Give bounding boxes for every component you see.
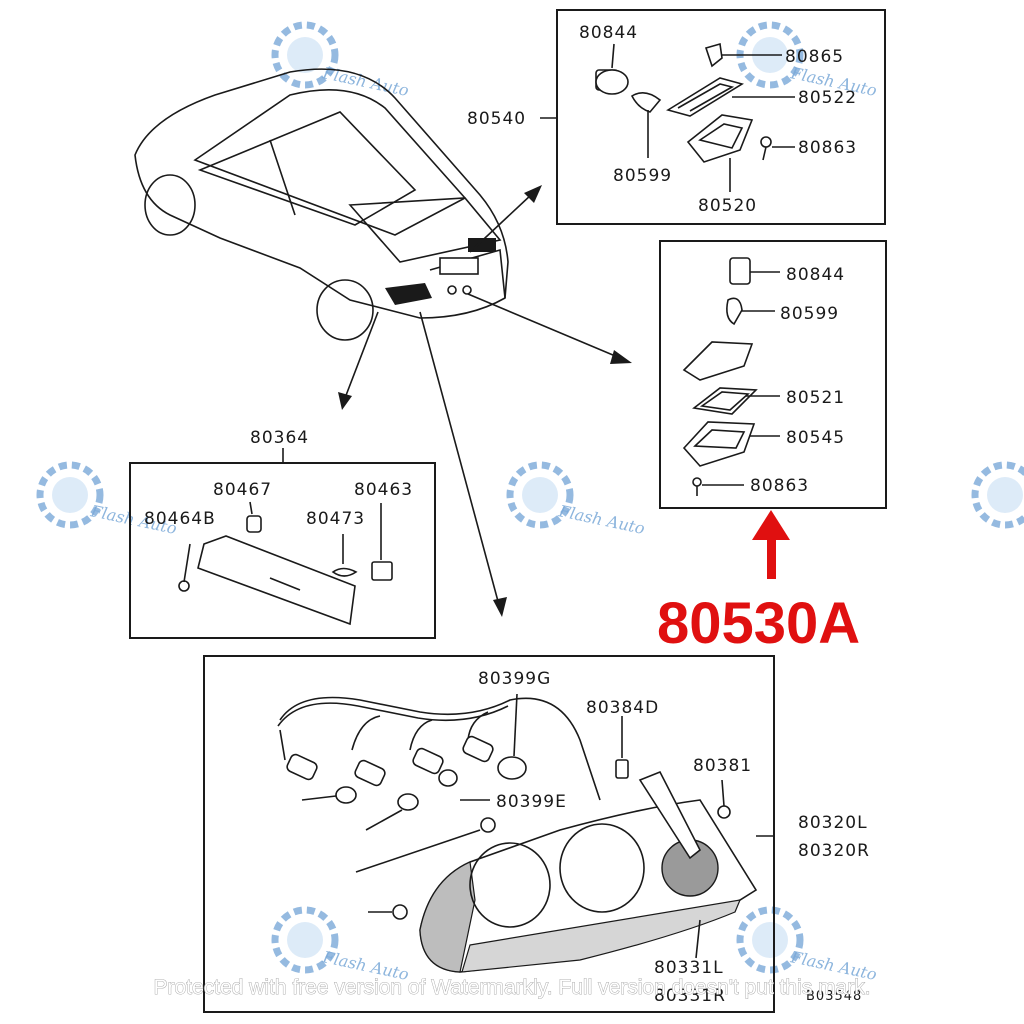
- part-label: 80545: [786, 428, 845, 448]
- car-illustration: [134, 68, 509, 341]
- backup-lamp-box: 80844 80599 80521 80545 80863: [659, 240, 887, 509]
- part-label: 80844: [579, 23, 638, 43]
- highlighted-part-number: 80530A: [657, 591, 860, 656]
- reference-code: B03548: [806, 989, 862, 1004]
- part-label: 80521: [786, 388, 845, 408]
- watermark-notice: Protected with free version of Watermark…: [153, 976, 870, 999]
- part-label: 80473: [306, 509, 365, 529]
- part-label: 80865: [785, 47, 844, 67]
- part-label: 80599: [613, 166, 672, 186]
- watermark-text: Flash Auto: [320, 63, 410, 100]
- license-lamp-box: 80540 80844 80865 80522 80863 80599 8052…: [467, 9, 886, 225]
- part-label: 80381: [693, 756, 752, 776]
- part-label: 80522: [798, 88, 857, 108]
- side-reflector-box: 80364 80467 80463 80464B 80473: [129, 428, 436, 639]
- callout-arrows: [338, 185, 632, 617]
- highlight-callout: 80530A: [657, 510, 860, 656]
- tail-lamp-box: 80399G 80384D 80381 80399E 80320L 80320R…: [203, 655, 870, 1013]
- part-label: 80844: [786, 265, 845, 285]
- part-label: 80399G: [478, 669, 551, 689]
- part-label: 80464B: [144, 509, 216, 529]
- watermark-text: Flash Auto: [556, 501, 646, 538]
- part-label: 80384D: [586, 698, 659, 718]
- part-label: 80331R: [654, 986, 726, 1006]
- part-label: 80399E: [496, 792, 567, 812]
- part-label: 80520: [698, 196, 757, 216]
- part-label: 80863: [750, 476, 809, 496]
- watermark-logo: Flash Auto: [271, 21, 410, 100]
- highlight-arrow-shaft: [767, 535, 776, 579]
- part-label: 80331L: [654, 958, 724, 978]
- watermark-logo: Flash Auto: [736, 906, 878, 984]
- part-label: 80467: [213, 480, 272, 500]
- watermark-logo: [971, 461, 1024, 529]
- part-label: 80863: [798, 138, 857, 158]
- watermark-logo: Flash Auto: [506, 461, 646, 538]
- part-label: 80463: [354, 480, 413, 500]
- assembly-label: 80540: [467, 109, 526, 129]
- assembly-label: 80364: [250, 428, 309, 448]
- part-label: 80320L: [798, 813, 868, 833]
- watermark-logo: Flash Auto: [271, 906, 410, 984]
- part-label: 80320R: [798, 841, 870, 861]
- highlight-arrow-head: [752, 510, 790, 540]
- part-label: 80599: [780, 304, 839, 324]
